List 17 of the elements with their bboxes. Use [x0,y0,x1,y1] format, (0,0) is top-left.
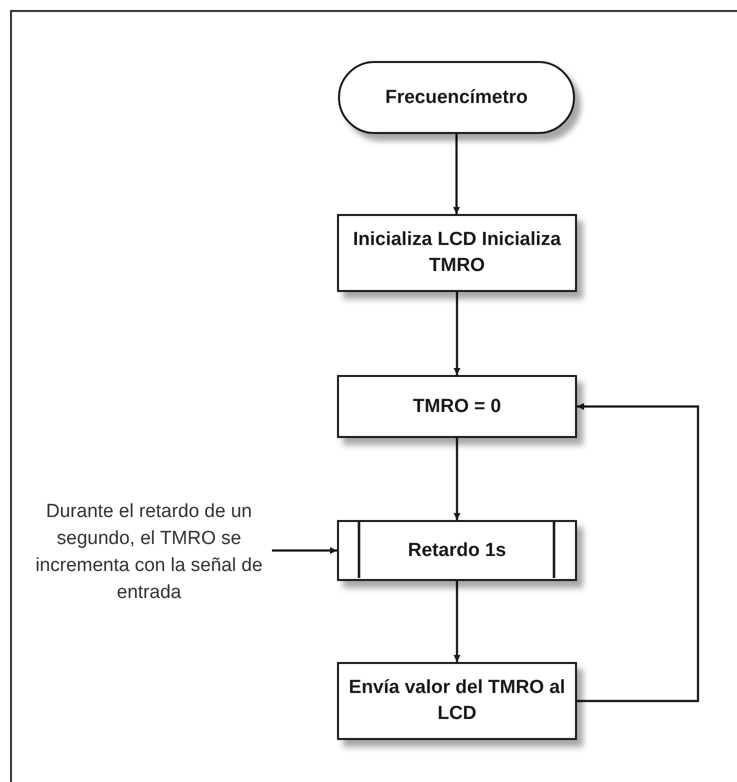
arrow [454,581,460,662]
step-label: Inicializa LCD Inicializa TMRO [352,228,562,278]
step-label: Frecuencímetro [385,86,528,110]
arrow [454,438,460,520]
arrow [453,134,460,214]
terminal-box [338,61,575,134]
arrow [272,547,337,554]
step-label: TMRO = 0 [412,394,502,419]
note-label: Durante el retardo de un segundo, el TMRO se incrementa con la señal de entrada [34,500,264,605]
step-label: Retardo 1s [408,538,506,563]
process-box [337,375,577,438]
arrow [577,403,700,702]
subroutine-box [337,520,577,581]
process-box [337,214,577,292]
step-label: Envía valor del TMRO al LCD [348,676,566,726]
arrow [454,292,460,375]
process-box [337,662,577,740]
